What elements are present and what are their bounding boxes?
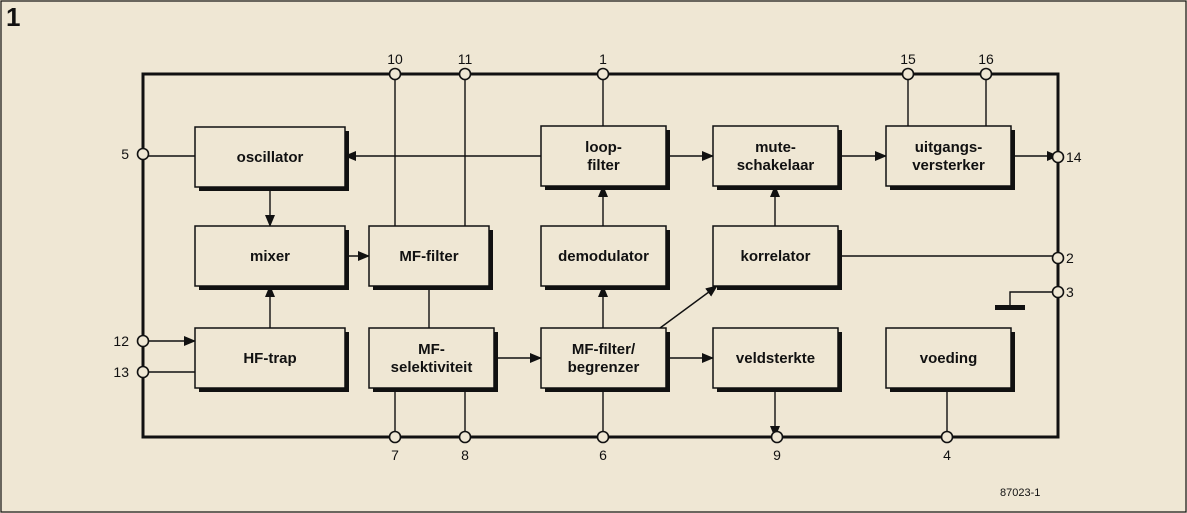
pin-12-label: 12 (113, 333, 129, 349)
pin-15-label: 15 (900, 51, 916, 67)
pin-3-terminal (1051, 285, 1065, 299)
pin-9-label: 9 (773, 447, 781, 463)
pin-10-label: 10 (387, 51, 403, 67)
block-label: MF-filter/ (572, 341, 636, 358)
block-label: MF-filter (399, 248, 458, 265)
block-label: oscillator (237, 149, 304, 166)
pin-11-terminal (458, 67, 472, 81)
pin-15-terminal (901, 67, 915, 81)
pin-13-label: 13 (113, 364, 129, 380)
block-label: schakelaar (737, 157, 815, 174)
pin-14-terminal (1051, 150, 1065, 164)
block-label: filter (587, 157, 620, 174)
pin-4-terminal (940, 430, 954, 444)
block-uitgangs-versterker: uitgangs-versterker (885, 125, 1015, 190)
pin-12-terminal (136, 334, 150, 348)
block-oscillator: oscillator (194, 126, 349, 191)
pin-8-label: 8 (461, 447, 469, 463)
block-label: demodulator (558, 248, 649, 265)
pin-7-label: 7 (391, 447, 399, 463)
pin-5-terminal (136, 147, 150, 161)
pin-7-terminal (388, 430, 402, 444)
pin-9-terminal (770, 430, 784, 444)
block-label: voeding (920, 350, 978, 367)
block-label: mute- (755, 139, 796, 156)
block-mute-schakelaar: mute-schakelaar (712, 125, 842, 190)
block-label: mixer (250, 248, 290, 265)
block-loop-filter: loop-filter (540, 125, 670, 190)
block-mixer: mixer (194, 225, 349, 290)
block-label: versterker (912, 157, 985, 174)
block-demodulator: demodulator (540, 225, 670, 290)
block-veldsterkte: veldsterkte (712, 327, 842, 392)
figure-number: 1 (6, 2, 21, 32)
pin-3-label: 3 (1066, 284, 1074, 300)
pin-1-label: 1 (599, 51, 607, 67)
pin-8-terminal (458, 430, 472, 444)
figure-reference: 87023-1 (1000, 487, 1040, 499)
wire-begrenzer-to-korrelator (659, 285, 718, 329)
block-label: HF-trap (243, 350, 296, 367)
wire-pin-3-ground-lead (1009, 291, 1058, 305)
block-label: korrelator (740, 248, 810, 265)
block-mf-filter: MF-filter (368, 225, 493, 290)
pin-2-label: 2 (1066, 250, 1074, 266)
block-mf-selektiviteit: MF-selektiviteit (368, 327, 498, 392)
block-hf-trap: HF-trap (194, 327, 349, 392)
pin-16-label: 16 (978, 51, 994, 67)
block-korrelator: korrelator (712, 225, 842, 290)
block-label: loop- (585, 139, 622, 156)
pin-5-label: 5 (121, 146, 129, 162)
pin-16-terminal (979, 67, 993, 81)
pin-6-terminal (596, 430, 610, 444)
pin-6-label: 6 (599, 447, 607, 463)
block-label: veldsterkte (736, 350, 815, 367)
block-label: MF- (418, 341, 445, 358)
block-label: begrenzer (568, 359, 640, 376)
pin-14-label: 14 (1066, 149, 1082, 165)
pin-4-label: 4 (943, 447, 951, 463)
block-label: uitgangs- (915, 139, 983, 156)
pin-13-terminal (136, 365, 150, 379)
pin-1-terminal (596, 67, 610, 81)
pin-2-terminal (1051, 251, 1065, 265)
pin-10-terminal (388, 67, 402, 81)
block-label: selektiviteit (391, 359, 473, 376)
block-voeding: voeding (885, 327, 1015, 392)
ground-icon (995, 305, 1025, 310)
block-mf-filter-begrenzer: MF-filter/begrenzer (540, 327, 670, 392)
pin-11-label: 11 (458, 51, 473, 67)
